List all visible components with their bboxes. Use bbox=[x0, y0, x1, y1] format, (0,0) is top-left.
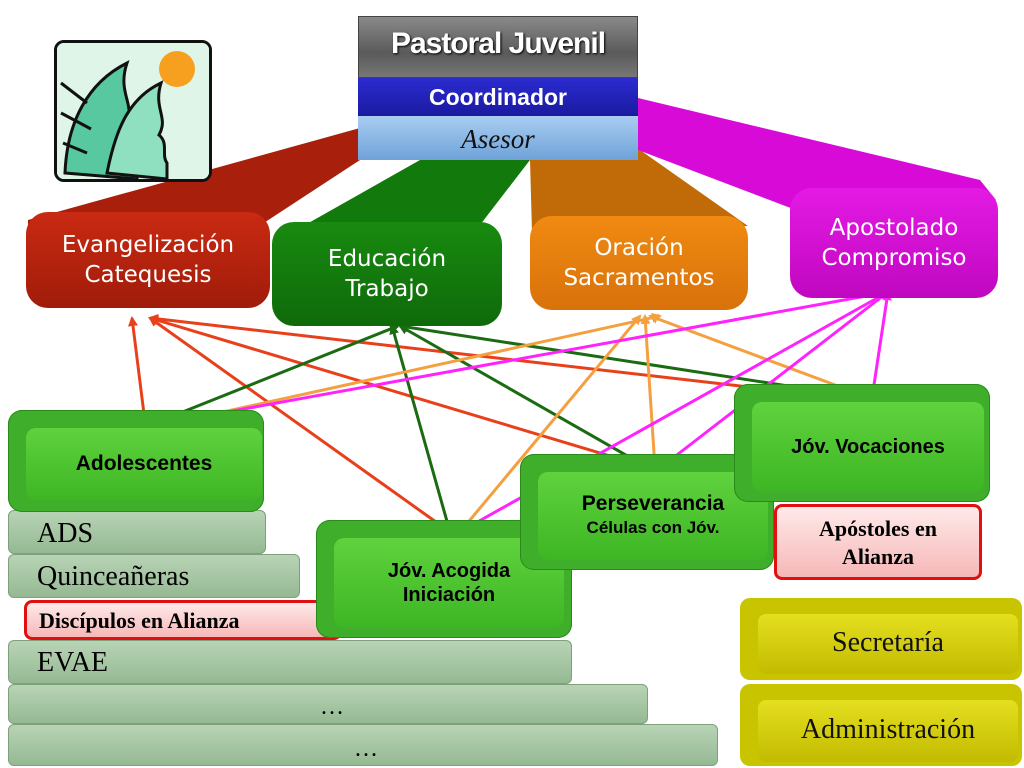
step-evae: EVAE bbox=[8, 640, 572, 684]
step-ellipsis-bottom bbox=[8, 724, 718, 766]
secretaria-label: Secretaría bbox=[832, 627, 944, 658]
area-apostolado: Apostolado Compromiso bbox=[790, 188, 998, 298]
apostoles-line1: Apóstoles en bbox=[819, 516, 937, 541]
arrow-green-5 bbox=[389, 324, 453, 534]
group-acogida-line1: Jóv. Acogida bbox=[387, 560, 511, 582]
step-quinceaneras-label: Quinceañeras bbox=[37, 561, 190, 592]
administracion-face: Administración bbox=[758, 700, 1018, 762]
discipulos-en-alianza-label: Discípulos en Alianza bbox=[39, 608, 240, 633]
group-perseverancia: Perseverancia Células con Jóv. bbox=[520, 454, 774, 570]
asesor-label: Asesor bbox=[358, 116, 638, 160]
area-evangelizacion-line2: Catequesis bbox=[84, 262, 212, 288]
secretaria-face: Secretaría bbox=[758, 614, 1018, 674]
arrow-red-0 bbox=[128, 316, 149, 424]
apostoles-line2: Alianza bbox=[841, 544, 915, 569]
area-oracion-line2: Sacramentos bbox=[563, 265, 715, 291]
administracion-box: Administración bbox=[740, 684, 1022, 766]
connector-apostolado bbox=[638, 98, 996, 210]
discipulos-en-alianza: Discípulos en Alianza bbox=[24, 600, 342, 640]
step-ads: ADS bbox=[8, 510, 266, 554]
group-perseverancia-line1: Perseverancia bbox=[581, 492, 725, 515]
step-ellipsis-top bbox=[8, 684, 648, 724]
group-acogida: Jóv. Acogida Iniciación bbox=[316, 520, 572, 638]
step-ads-label: ADS bbox=[37, 518, 94, 549]
group-vocaciones-face: Jóv. Vocaciones bbox=[752, 402, 984, 492]
coordinador-label: Coordinador bbox=[358, 78, 638, 116]
administracion-label: Administración bbox=[800, 714, 976, 745]
group-adolescentes-label: Adolescentes bbox=[75, 452, 213, 475]
secretaria-box: Secretaría bbox=[740, 598, 1022, 680]
area-oracion-line1: Oración bbox=[594, 235, 684, 261]
area-educacion: Educación Trabajo bbox=[272, 222, 502, 326]
pastoral-juvenil-title: Pastoral Juvenil bbox=[358, 16, 638, 78]
group-adolescentes: Adolescentes bbox=[8, 410, 264, 512]
area-educacion-line2: Trabajo bbox=[345, 276, 429, 302]
area-apostolado-line1: Apostolado bbox=[829, 215, 959, 241]
step-ellipsis-bottom-label: … bbox=[354, 736, 378, 762]
group-vocaciones: Jóv. Vocaciones bbox=[734, 384, 990, 502]
arrow-orange-10 bbox=[640, 314, 660, 470]
arrow-magenta-14 bbox=[658, 290, 890, 470]
step-ellipsis-top-label: … bbox=[320, 694, 344, 720]
group-adolescentes-face: Adolescentes bbox=[26, 428, 262, 500]
group-perseverancia-face: Perseverancia Células con Jóv. bbox=[538, 472, 768, 560]
step-quinceaneras: Quinceañeras bbox=[8, 554, 300, 598]
step-evae-label: EVAE bbox=[37, 647, 109, 678]
area-apostolado-line2: Compromiso bbox=[821, 245, 967, 271]
connector-oracion bbox=[530, 150, 748, 232]
apostoles-en-alianza: Apóstoles en Alianza bbox=[774, 504, 982, 580]
arrow-magenta-15 bbox=[868, 290, 892, 400]
area-educacion-line1: Educación bbox=[327, 246, 447, 272]
group-perseverancia-line2: Células con Jóv. bbox=[586, 518, 720, 537]
group-acogida-line2: Iniciación bbox=[402, 584, 496, 606]
area-evangelizacion-line1: Evangelización bbox=[61, 232, 235, 258]
area-oracion: Oración Sacramentos bbox=[530, 216, 748, 310]
group-vocaciones-label: Jóv. Vocaciones bbox=[791, 436, 945, 458]
area-evangelizacion: Evangelización Catequesis bbox=[26, 212, 270, 308]
logo-faces-icon bbox=[54, 40, 212, 182]
connector-educacion bbox=[282, 160, 530, 238]
